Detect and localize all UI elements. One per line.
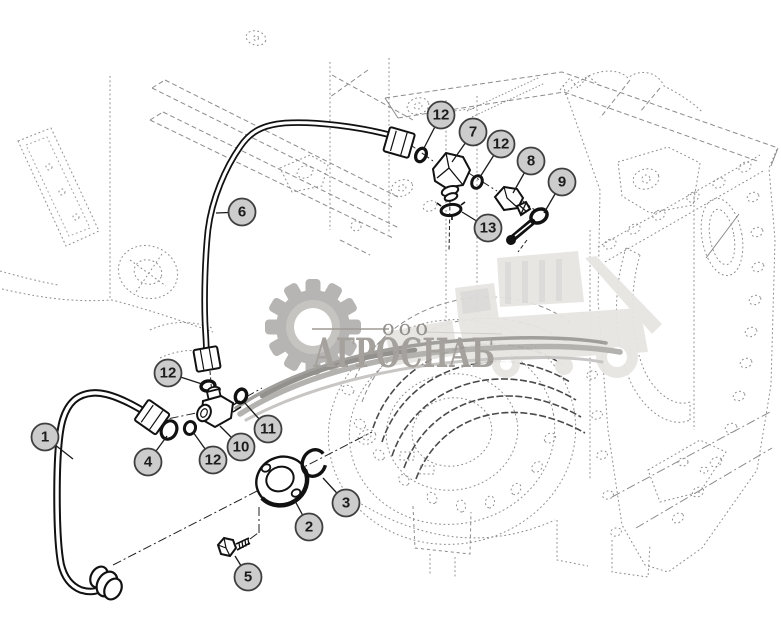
callout-7: 7 [451, 117, 488, 163]
callout-balloon-number: 12 [493, 136, 510, 153]
callout-balloon-number: 7 [469, 124, 477, 141]
callout-balloon-number: 10 [233, 439, 250, 456]
callout-balloon-circle [331, 488, 361, 518]
callout-9: 9 [543, 167, 577, 214]
tube-nut [192, 345, 222, 373]
callout-balloon-circle [198, 445, 228, 475]
watermark-rule-line-2 [423, 331, 503, 335]
callout-balloon-circle [486, 129, 516, 159]
callout-balloon-circle [226, 432, 256, 462]
callout-balloon-circle [473, 213, 503, 243]
callout-balloon-circle [227, 197, 257, 227]
callout-balloon-circle [516, 146, 546, 176]
callout-13: 13 [461, 211, 503, 243]
tube-nut [382, 126, 416, 159]
tube-end-flange [103, 577, 123, 601]
washer-part-12 [413, 146, 429, 164]
callout-balloon-circle [547, 167, 577, 197]
callout-balloon-number: 5 [244, 569, 252, 586]
callout-balloon-circle [253, 414, 283, 444]
callout-12: 12 [479, 129, 516, 178]
callout-balloon-circle [458, 117, 488, 147]
callout-3: 3 [322, 477, 361, 518]
callout-1: 1 [30, 422, 74, 460]
callout-balloon-circle [30, 422, 60, 452]
callout-balloon-number: 2 [305, 519, 313, 536]
callout-6: 6 [215, 197, 257, 227]
callout-balloon-number: 12 [205, 452, 222, 469]
callout-balloon-circle [233, 562, 263, 592]
washer-part-12 [182, 420, 198, 436]
flange-collar-part-2 [255, 455, 310, 508]
callout-balloon-number: 12 [160, 365, 177, 382]
oil-tube-upper-part-6 [192, 119, 416, 373]
callout-balloon-number: 12 [433, 107, 450, 124]
elbow-fitting-part-7 [431, 151, 472, 202]
callout-balloon-circle [153, 358, 183, 388]
watermark: ооо АГРОСНАБ [234, 251, 662, 422]
callout-balloon-number: 9 [558, 174, 566, 191]
callout-8: 8 [512, 146, 546, 194]
callout-12: 12 [192, 431, 228, 475]
callout-12: 12 [422, 100, 456, 151]
callout-balloon-circle [294, 512, 324, 542]
callout-balloon-number: 3 [342, 495, 350, 512]
retainer-ring-part-13 [436, 201, 466, 220]
tee-fitting-part-10 [196, 386, 242, 429]
callout-11: 11 [243, 401, 283, 444]
callout-balloon-circle [426, 100, 456, 130]
hydraulic-parts-drawing [53, 119, 549, 601]
callout-balloon-circle [133, 447, 163, 477]
transmission-housing-drawing [0, 30, 779, 578]
callout-balloon-number: 6 [238, 204, 246, 221]
callout-balloon-number: 4 [144, 454, 153, 471]
bell-flange-bolt-holes [341, 384, 557, 513]
callout-10: 10 [219, 425, 256, 462]
callout-2: 2 [293, 498, 324, 542]
gear-watermark-icon [265, 279, 361, 375]
callout-4: 4 [133, 435, 168, 477]
washer-part-12 [470, 174, 484, 190]
oil-tube-lower-part-1 [53, 389, 171, 601]
snap-ring-part-3 [300, 448, 328, 478]
watermark-company-name: АГРОСНАБ [313, 330, 495, 377]
tube-nut [134, 399, 171, 436]
plug-fitting-part-8 [493, 185, 532, 217]
pin-handle-part-9 [506, 207, 549, 245]
watermark-company-prefix: ооо [382, 316, 432, 340]
callout-5: 5 [233, 555, 263, 592]
callout-balloon-number: 13 [480, 220, 497, 237]
callout-12: 12 [153, 358, 203, 388]
callout-balloon-number: 11 [260, 421, 276, 438]
watermark-swoosh [234, 336, 623, 422]
callout-balloon-number: 8 [527, 153, 535, 170]
bolt-part-5 [216, 536, 251, 558]
callout-balloon-number: 1 [41, 429, 49, 446]
